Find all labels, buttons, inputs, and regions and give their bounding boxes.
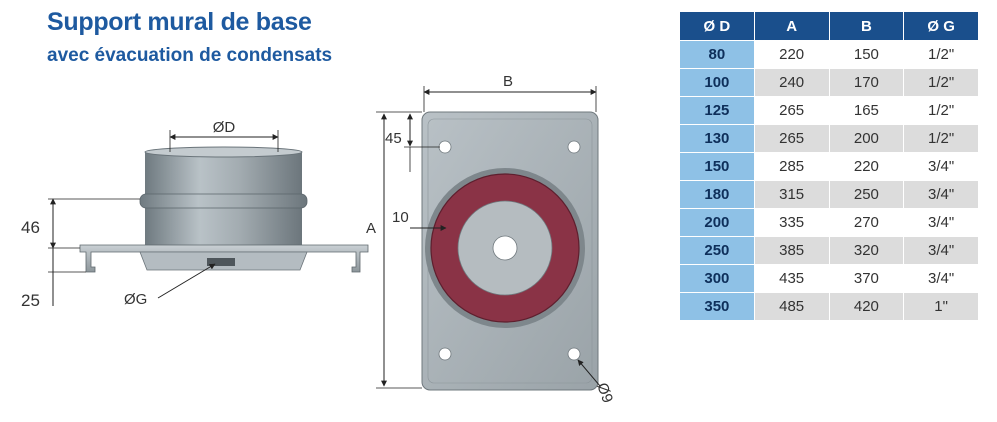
cell-diameter-g: 3/4" xyxy=(903,208,979,237)
dim-25: 25 xyxy=(21,291,40,310)
dim-diameter-d: ØD xyxy=(213,119,236,136)
cell-diameter-g: 3/4" xyxy=(903,236,979,265)
cell-diameter-d: 180 xyxy=(679,180,755,209)
cell-b: 200 xyxy=(828,124,905,153)
table-row: 125 265 165 1/2" xyxy=(679,96,979,125)
mounting-hole xyxy=(567,347,581,361)
cell-diameter-d: 100 xyxy=(679,68,755,97)
table-row: 80 220 150 1/2" xyxy=(679,40,979,69)
cell-diameter-d: 150 xyxy=(679,152,755,181)
dim-b: B xyxy=(503,73,513,90)
col-header-diameter-g: Ø G xyxy=(903,11,979,41)
cell-a: 265 xyxy=(753,96,830,125)
col-header-diameter-d: Ø D xyxy=(679,11,755,41)
cell-diameter-g: 1/2" xyxy=(903,40,979,69)
cylinder-bead xyxy=(139,193,308,209)
table-row: 100 240 170 1/2" xyxy=(679,68,979,97)
cell-b: 420 xyxy=(828,292,905,321)
cell-diameter-g: 3/4" xyxy=(903,152,979,181)
table-header-row: Ø D A B Ø G xyxy=(679,11,979,41)
mounting-hole xyxy=(438,347,452,361)
dimensions-table: Ø D A B Ø G 80 220 150 1/2" 100 240 170 … xyxy=(679,11,979,321)
cell-diameter-g: 1/2" xyxy=(903,96,979,125)
cell-diameter-g: 1/2" xyxy=(903,124,979,153)
cell-a: 335 xyxy=(753,208,830,237)
cell-b: 220 xyxy=(828,152,905,181)
side-view: ØD 46 25 ØG xyxy=(21,119,369,310)
dim-diameter-g: ØG xyxy=(124,291,147,308)
cell-b: 170 xyxy=(828,68,905,97)
table-row: 200 335 270 3/4" xyxy=(679,208,979,237)
cylinder-top xyxy=(144,146,303,158)
condensate-outlet xyxy=(207,258,235,266)
table-row: 300 435 370 3/4" xyxy=(679,264,979,293)
table-row: 130 265 200 1/2" xyxy=(679,124,979,153)
cell-a: 385 xyxy=(753,236,830,265)
cell-a: 240 xyxy=(753,68,830,97)
dim-hole-9: Ø9 xyxy=(593,381,616,406)
cell-b: 320 xyxy=(828,236,905,265)
cell-a: 485 xyxy=(753,292,830,321)
cell-diameter-g: 3/4" xyxy=(903,180,979,209)
cell-a: 435 xyxy=(753,264,830,293)
page-subtitle: avec évacuation de condensats xyxy=(47,45,333,66)
cell-a: 315 xyxy=(753,180,830,209)
col-header-a: A xyxy=(753,11,830,41)
cell-diameter-g: 1/2" xyxy=(903,68,979,97)
dim-10: 10 xyxy=(392,209,409,226)
center-hole xyxy=(492,235,518,261)
cell-b: 370 xyxy=(828,264,905,293)
page-title: Support mural de base xyxy=(47,8,312,36)
cell-diameter-d: 80 xyxy=(679,40,755,69)
cell-diameter-g: 3/4" xyxy=(903,264,979,293)
table-row: 180 315 250 3/4" xyxy=(679,180,979,209)
cell-diameter-d: 200 xyxy=(679,208,755,237)
table-row: 250 385 320 3/4" xyxy=(679,236,979,265)
cell-diameter-d: 130 xyxy=(679,124,755,153)
cell-b: 165 xyxy=(828,96,905,125)
cell-diameter-d: 350 xyxy=(679,292,755,321)
cell-b: 150 xyxy=(828,40,905,69)
dim-45: 45 xyxy=(385,130,402,147)
col-header-b: B xyxy=(828,11,905,41)
mounting-hole xyxy=(567,140,581,154)
cell-diameter-d: 300 xyxy=(679,264,755,293)
cell-diameter-d: 250 xyxy=(679,236,755,265)
front-view: B A 45 10 Ø9 xyxy=(366,73,616,405)
dim-a: A xyxy=(366,220,376,237)
cell-a: 220 xyxy=(753,40,830,69)
dim-46: 46 xyxy=(21,218,40,237)
cell-a: 265 xyxy=(753,124,830,153)
cell-diameter-d: 125 xyxy=(679,96,755,125)
table-row: 150 285 220 3/4" xyxy=(679,152,979,181)
cell-a: 285 xyxy=(753,152,830,181)
table-row: 350 485 420 1" xyxy=(679,292,979,321)
cell-b: 250 xyxy=(828,180,905,209)
cell-diameter-g: 1" xyxy=(903,292,979,321)
mounting-hole xyxy=(438,140,452,154)
cell-b: 270 xyxy=(828,208,905,237)
